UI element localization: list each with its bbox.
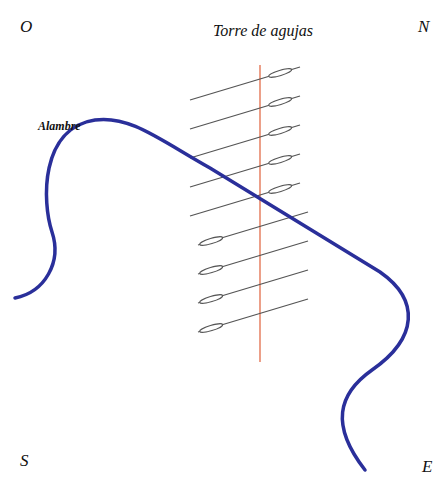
compass-label: N [418,18,429,37]
compass-label: E [422,458,432,477]
compass-label: O [20,18,32,37]
needle-eye [268,67,292,79]
needle-eye [199,322,223,334]
needle-eye [199,264,223,276]
needle [190,125,300,158]
title-label: Torre de agujas [213,22,313,40]
compass-label: S [20,452,29,471]
wire [15,119,408,470]
needle-eye [199,235,223,247]
needle [190,154,300,187]
wire-label: Alambre [38,120,81,133]
needle-tower-axis [259,65,260,362]
needle [190,96,300,129]
needle-eye [268,183,292,195]
needle-eye [268,125,292,137]
needles [190,67,308,334]
needle-eye [268,96,292,108]
needle [190,67,300,100]
needle-eye [199,293,223,305]
needle-eye [268,154,292,166]
